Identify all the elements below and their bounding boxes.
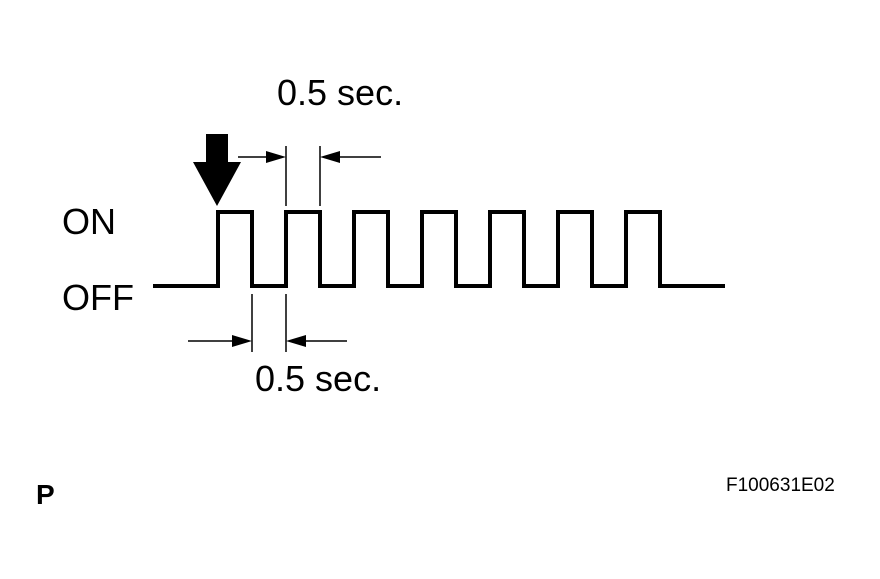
top-interval-label: 0.5 sec.: [277, 72, 403, 113]
bottom-dimension: [188, 294, 347, 352]
corner-letter: P: [36, 479, 55, 510]
off-label: OFF: [62, 277, 134, 318]
pulse-waveform: [153, 210, 725, 288]
start-arrow-icon: [193, 134, 241, 206]
figure-code: F100631E02: [726, 475, 835, 496]
on-label: ON: [62, 201, 116, 242]
bottom-interval-label: 0.5 sec.: [255, 358, 381, 399]
top-dimension: [238, 146, 381, 206]
